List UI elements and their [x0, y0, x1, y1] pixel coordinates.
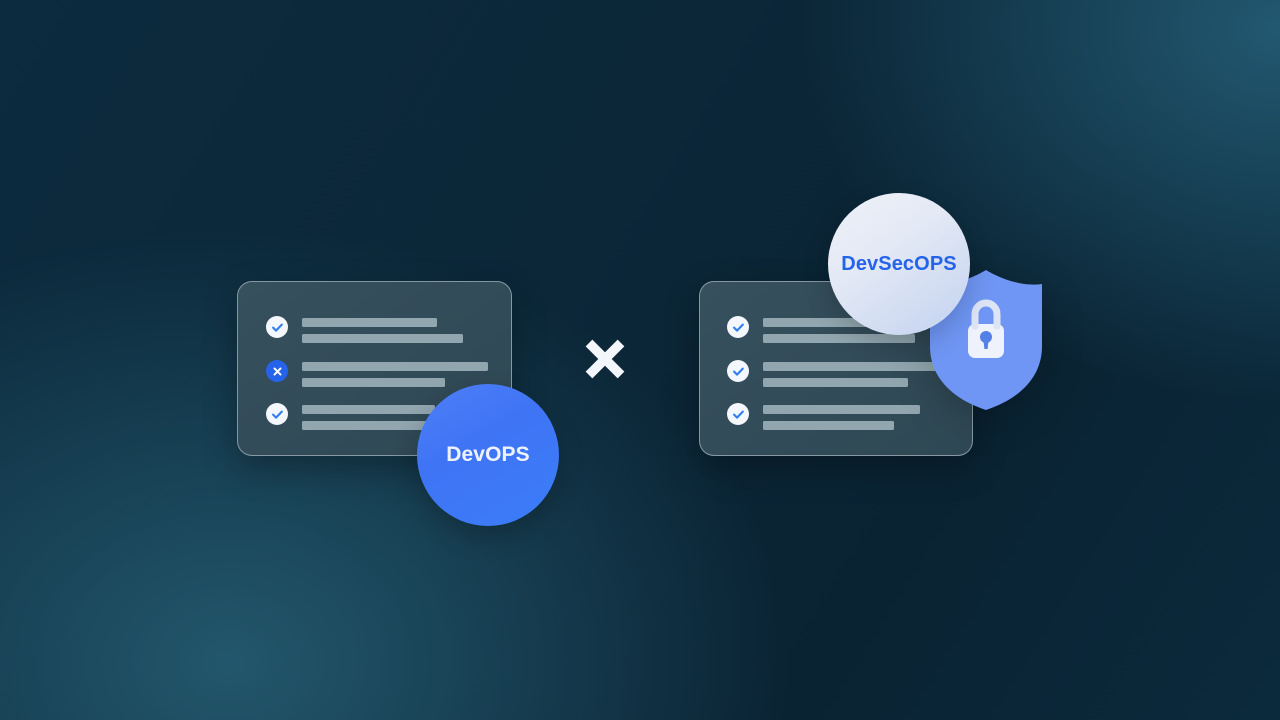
line-bars	[763, 360, 947, 387]
check-circle-icon	[727, 360, 749, 382]
close-x-icon	[580, 334, 630, 384]
line-bar	[302, 334, 463, 343]
table-row	[727, 360, 947, 387]
shield-lock-icon	[928, 268, 1044, 412]
line-bar	[302, 318, 437, 327]
line-bars	[763, 316, 915, 343]
table-row	[266, 403, 435, 430]
line-bar	[302, 362, 488, 371]
line-bars	[302, 316, 463, 343]
cross-circle-icon	[266, 360, 288, 382]
line-bars	[302, 403, 435, 430]
table-row	[727, 403, 920, 430]
line-bars	[763, 403, 920, 430]
check-circle-icon	[266, 316, 288, 338]
line-bar	[302, 405, 435, 414]
line-bar	[302, 421, 427, 430]
line-bar	[302, 378, 445, 387]
line-bars	[302, 360, 488, 387]
devsecops-badge-label: DevSecOPS	[841, 252, 957, 275]
table-row	[266, 360, 488, 387]
check-circle-icon	[727, 403, 749, 425]
line-bar	[763, 378, 908, 387]
devops-badge: DevOPS	[417, 384, 559, 526]
table-row	[727, 316, 915, 343]
devops-row-list	[238, 282, 511, 455]
line-bar	[763, 405, 920, 414]
line-bar	[763, 318, 912, 327]
devsecops-row-list	[700, 282, 972, 455]
devsecops-badge: DevSecOPS	[828, 193, 970, 335]
check-circle-icon	[266, 403, 288, 425]
line-bar	[763, 334, 915, 343]
line-bar	[763, 421, 894, 430]
check-circle-icon	[727, 316, 749, 338]
line-bar	[763, 362, 947, 371]
table-row	[266, 316, 463, 343]
devops-panel	[237, 281, 512, 456]
devops-badge-label: DevOPS	[446, 443, 530, 466]
